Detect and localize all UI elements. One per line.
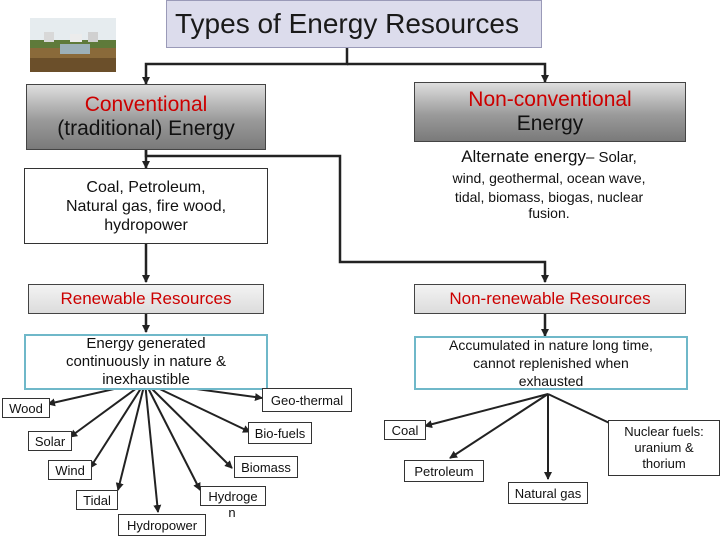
item-nuclear-label-a: Nuclear fuels: [624,424,704,439]
item-hydropower: Hydropower [118,514,206,536]
item-biomass: Biomass [234,456,298,478]
renewable-desc-line3: inexhaustible [102,371,190,388]
item-hydrogen-label-b: n [228,504,236,520]
conventional-examples-box: Coal, Petroleum, Natural gas, fire wood,… [24,168,268,244]
item-nuclear-fuels: Nuclear fuels: uranium & thorium [608,420,720,476]
item-solar: Solar [28,431,72,451]
line-to-tidal [115,381,146,491]
item-natural-gas-label: Natural gas [514,485,582,501]
conventional-line2: (traditional) Energy [57,117,235,140]
conventional-line1: Conventional [84,93,208,116]
non-conventional-energy-box: Non-conventional Energy [414,82,686,142]
renewable-desc-line1: Energy generated [86,335,206,352]
alternate-energy-line4: fusion. [528,205,570,221]
item-tidal: Tidal [76,490,118,510]
non-renewable-desc-line1: Accumulated in nature long time, [449,337,653,353]
renewable-description-box: Energy generated continuously in nature … [24,334,268,390]
renewable-desc-line2: continuously in nature & [65,353,227,370]
line-to-hydropower [144,381,162,513]
conventional-examples-line2: Natural gas, fire wood, [65,197,227,215]
item-geothermal-label: Geo-thermal [270,392,344,408]
conventional-examples-line1: Coal, Petroleum, [86,178,206,196]
line-to-biofuels [144,381,251,433]
alternate-energy-text: Alternate energy– Solar, wind, geotherma… [416,146,682,228]
non-renewable-description-box: Accumulated in nature long time, cannot … [414,336,688,390]
conventional-energy-box: Conventional (traditional) Energy [26,84,266,150]
landscape-photo [30,18,116,72]
alternate-energy-line2: wind, geothermal, ocean wave, [452,170,646,186]
item-hydrogen: Hydroge [200,486,266,506]
line-to-biomass [144,381,233,469]
line-to-coal [424,393,549,429]
non-renewable-resources-title: Non-renewable Resources [449,289,651,308]
title-connector [142,48,349,85]
item-wood-label: Wood [9,400,43,416]
title-right-connector [347,62,549,83]
item-hydropower-label: Hydropower [126,517,198,533]
page-title: Types of Energy Resources [175,8,519,39]
line-to-wind [89,381,146,469]
line-to-solar [69,381,146,438]
item-wood: Wood [2,398,50,418]
non-conventional-line2: Energy [516,112,584,135]
item-nuclear-label-c: thorium [642,456,686,471]
non-renewable-desc-line2: cannot replenished when [473,355,629,371]
non-renewable-resources-box: Non-renewable Resources [414,284,686,314]
item-solar-label: Solar [34,433,66,449]
alternate-energy-line3: tidal, biomass, biogas, nuclear [454,189,644,205]
item-petroleum-label: Petroleum [414,463,474,479]
item-tidal-label: Tidal [83,492,111,508]
item-natural-gas: Natural gas [508,482,588,504]
item-wind: Wind [48,460,92,480]
item-hydrogen-wrap: n [224,504,240,520]
item-biofuels-label: Bio-fuels [254,425,306,441]
title-box: Types of Energy Resources [166,0,542,48]
item-biomass-label: Biomass [241,459,291,475]
item-nuclear-label-b: uranium & [634,440,694,455]
item-geothermal: Geo-thermal [262,388,352,412]
conventional-to-nonrenewable [144,150,549,283]
alternate-energy-dash: – Solar, [585,149,637,166]
non-renewable-desc-line3: exhausted [518,373,584,389]
item-petroleum: Petroleum [404,460,484,482]
line-to-hydrogen [144,381,201,491]
non-conventional-line1: Non-conventional [468,88,632,111]
renewable-resources-box: Renewable Resources [28,284,264,314]
item-coal-label: Coal [391,422,419,438]
conventional-examples-line3: hydropower [104,216,188,234]
item-hydrogen-label-a: Hydroge [208,488,258,504]
item-coal: Coal [384,420,426,440]
alternate-energy-head: Alternate energy [461,147,586,166]
line-to-petroleum [449,393,549,459]
item-wind-label: Wind [55,462,85,478]
renewable-resources-title: Renewable Resources [60,289,232,308]
item-biofuels: Bio-fuels [248,422,312,444]
